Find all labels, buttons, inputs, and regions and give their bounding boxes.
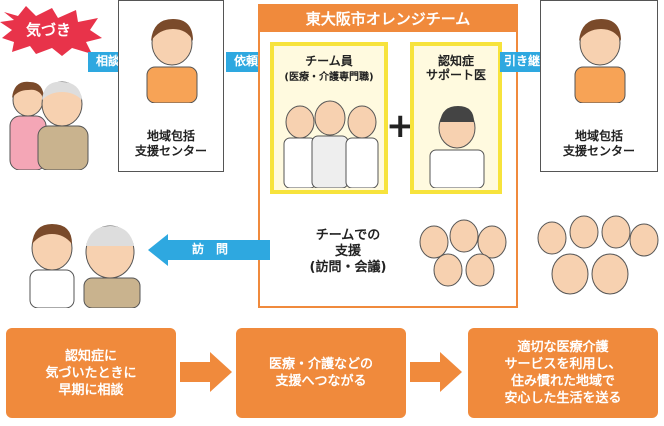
irai-label: 依頼	[234, 54, 259, 68]
plus-sign: +	[386, 106, 415, 146]
right-center-box: 地域包括 支援センター	[540, 0, 658, 172]
burst-shape	[0, 6, 102, 56]
team-member-box: チーム員 (医療・介護専門職)	[270, 42, 388, 194]
kizuki-label: 気づき	[26, 21, 72, 39]
step-box-1: 認知症に 気づいたときに 早期に相談	[6, 328, 176, 418]
elderly-couple-2-illustration	[29, 224, 141, 308]
step-3-label: 適切な医療介護 サービスを利用し、 住み慣れた地域で 安心した生活を送る	[504, 340, 622, 406]
member-title: チーム員	[305, 54, 353, 68]
member-sub: (医療・介護専門職)	[284, 72, 374, 83]
family-group-illustration	[537, 215, 659, 295]
right-center-label: 地域包括 支援センター	[562, 129, 635, 158]
team-support-label: チームでの 支援 (訪問・会議)	[309, 228, 387, 275]
arrow-houmon: 訪 問	[148, 234, 270, 266]
elderly-couple-illustration	[0, 64, 96, 171]
team-group-illustration	[419, 219, 507, 287]
houmon-label: 訪 問	[192, 242, 229, 256]
left-center-label: 地域包括 支援センター	[134, 129, 207, 158]
team-members-illustration	[283, 100, 379, 188]
step-1-label: 認知症に 気づいたときに 早期に相談	[45, 348, 137, 398]
flow-arrow-2	[410, 352, 462, 392]
flow-arrow-1	[180, 352, 232, 392]
soudan-label: 相談	[96, 54, 121, 68]
doctor-box: 認知症 サポート医	[410, 42, 502, 194]
doctor-label: 認知症 サポート医	[425, 54, 486, 82]
staff-illustration	[146, 19, 198, 103]
staff-2-illustration	[574, 19, 626, 103]
left-center-box: 地域包括 支援センター	[118, 0, 224, 172]
doctor-illustration	[429, 106, 485, 188]
step-box-2: 医療・介護などの 支援へつながる	[236, 328, 406, 418]
team-title: 東大阪市オレンジチーム	[260, 6, 516, 32]
step-2-label: 医療・介護などの 支援へつながる	[268, 357, 373, 389]
step-box-3: 適切な医療介護 サービスを利用し、 住み慣れた地域で 安心した生活を送る	[468, 328, 658, 418]
kizuki-burst: 気づき	[0, 4, 104, 56]
